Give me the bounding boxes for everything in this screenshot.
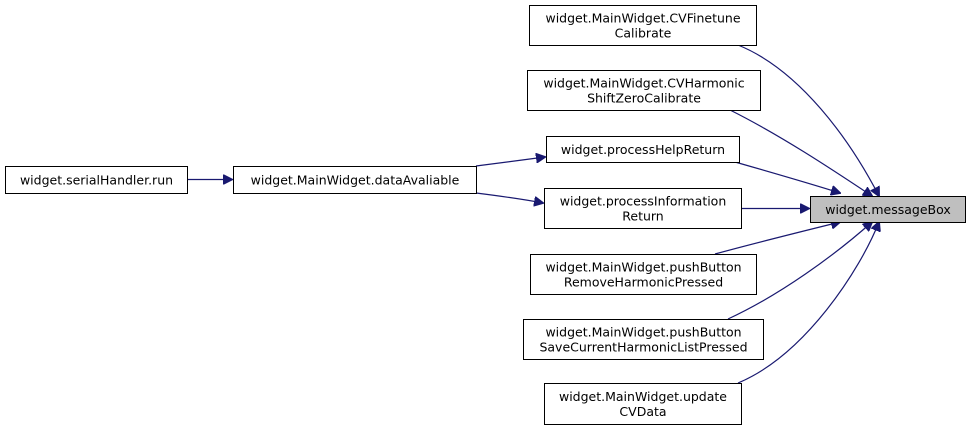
node-process-help-return-label-line-1: widget.processHelpReturn: [561, 142, 725, 157]
node-process-help-return-box: [546, 136, 740, 163]
node-update-cv-data-label-line-2: CVData: [619, 404, 666, 419]
edge-push-button-remove-harmonic-pressed-to-message-box: [714, 222, 840, 255]
node-process-information-return-label-line-1: widget.processInformation: [560, 194, 727, 209]
node-push-button-remove-harmonic-pressed-label-line-2: RemoveHarmonicPressed: [564, 275, 723, 290]
node-serial-handler-run[interactable]: widget.serialHandler.run: [5, 166, 188, 194]
node-serial-handler-run-box: [5, 166, 188, 194]
node-serial-handler-run-label-line-1: widget.serialHandler.run: [20, 173, 173, 188]
node-cv-harmonic-shift-zero-calibrate-label-line-2: ShiftZeroCalibrate: [587, 91, 701, 106]
node-push-button-remove-harmonic-pressed[interactable]: widget.MainWidget.pushButtonRemoveHarmon…: [530, 254, 757, 295]
edge-data-avaliable-to-process-help-return: [475, 157, 545, 167]
node-push-button-save-current-harmonic-list-pressed-box: [523, 319, 764, 360]
node-cv-harmonic-shift-zero-calibrate[interactable]: widget.MainWidget.CVHarmonicShiftZeroCal…: [527, 70, 761, 111]
node-update-cv-data-box: [544, 383, 742, 425]
edges-layer: [187, 44, 879, 384]
node-update-cv-data-label-line-1: widget.MainWidget.update: [559, 389, 727, 404]
node-push-button-remove-harmonic-pressed-box: [530, 254, 757, 295]
edge-cv-finetune-calibrate-to-message-box: [737, 44, 879, 196]
node-process-information-return-box: [544, 188, 742, 229]
node-cv-finetune-calibrate-box: [529, 5, 757, 46]
node-data-avaliable-box: [233, 166, 477, 194]
node-cv-finetune-calibrate-label-line-1: widget.MainWidget.CVFinetune: [545, 11, 740, 26]
node-cv-harmonic-shift-zero-calibrate-label-line-1: widget.MainWidget.CVHarmonic: [543, 76, 744, 91]
node-process-help-return[interactable]: widget.processHelpReturn: [546, 136, 740, 163]
nodes-layer: widget.serialHandler.run widget.MainWidge…: [5, 5, 966, 425]
edge-data-avaliable-to-process-information-return: [475, 192, 543, 203]
edge-push-button-save-current-harmonic-list-pressed-to-message-box: [727, 222, 872, 320]
node-data-avaliable[interactable]: widget.MainWidget.dataAvaliable: [233, 166, 477, 194]
edge-process-help-return-to-message-box: [734, 161, 840, 193]
node-push-button-remove-harmonic-pressed-label-line-1: widget.MainWidget.pushButton: [545, 260, 741, 275]
node-push-button-save-current-harmonic-list-pressed[interactable]: widget.MainWidget.pushButtonSaveCurrentH…: [523, 319, 764, 360]
node-cv-finetune-calibrate-label-line-2: Calibrate: [615, 26, 672, 41]
node-push-button-save-current-harmonic-list-pressed-label-line-2: SaveCurrentHarmonicListPressed: [539, 340, 747, 355]
node-push-button-save-current-harmonic-list-pressed-label-line-1: widget.MainWidget.pushButton: [545, 325, 741, 340]
edge-cv-harmonic-shift-zero-calibrate-to-message-box: [729, 109, 872, 196]
node-cv-harmonic-shift-zero-calibrate-box: [527, 70, 761, 111]
node-data-avaliable-label-line-1: widget.MainWidget.dataAvaliable: [251, 173, 460, 188]
edge-update-cv-data-to-message-box: [737, 222, 879, 384]
node-message-box[interactable]: widget.messageBox: [810, 196, 966, 223]
node-process-information-return-label-line-2: Return: [622, 209, 663, 224]
node-message-box-box: [810, 196, 966, 223]
node-message-box-label-line-1: widget.messageBox: [825, 202, 951, 217]
